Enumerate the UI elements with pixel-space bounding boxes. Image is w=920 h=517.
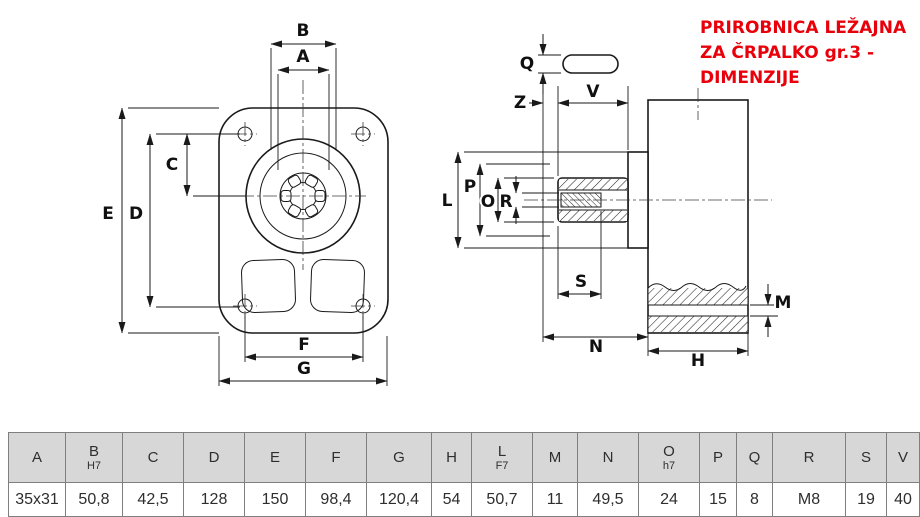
dim-g: G	[218, 336, 388, 386]
col-header-g: G	[366, 432, 432, 483]
col-header-h: H	[431, 432, 472, 483]
dim-label-l: L	[442, 191, 453, 211]
dim-z: Z	[512, 78, 544, 342]
col-header-a: A	[8, 432, 66, 483]
dim-h: H	[647, 333, 749, 373]
side-dimensions: Q Z V L P	[440, 34, 793, 373]
dim-q: Q	[518, 34, 561, 94]
value-b: 50,8	[65, 482, 123, 517]
value-l: 50,7	[471, 482, 533, 517]
value-f: 98,4	[305, 482, 367, 517]
dim-f: F	[244, 314, 364, 362]
dim-a: A	[277, 45, 330, 170]
dim-v: V	[557, 80, 629, 176]
dim-label-r: R	[499, 192, 512, 212]
value-h: 54	[431, 482, 472, 517]
dim-label-s: S	[575, 272, 587, 292]
dim-label-a: A	[296, 47, 310, 67]
col-header-c: C	[122, 432, 184, 483]
bolt-hole-centermarks	[233, 122, 375, 318]
flange-technical-drawing: B A C D E	[100, 19, 793, 386]
lower-pocket-left	[241, 258, 296, 313]
dim-label-m: M	[775, 293, 792, 313]
dim-o: O	[479, 177, 554, 223]
dim-label-n: N	[589, 337, 603, 357]
col-header-q: Q	[736, 432, 773, 483]
dim-n: N	[542, 333, 649, 359]
value-v: 40	[886, 482, 920, 517]
title-line-2: ZA ČRPALKO gr.3 -	[700, 43, 875, 63]
dim-label-o: O	[481, 192, 495, 212]
title-line-1: PRIROBNICA LEŽAJNA	[700, 18, 907, 38]
dim-l: L	[440, 151, 634, 249]
col-header-m: M	[532, 432, 578, 483]
front-view	[218, 80, 389, 334]
dim-label-v: V	[586, 82, 600, 102]
col-header-p: P	[699, 432, 737, 483]
value-e: 150	[244, 482, 306, 517]
dim-label-g: G	[297, 359, 311, 379]
dim-r: R	[497, 176, 559, 224]
col-header-s: S	[845, 432, 887, 483]
dim-label-d: D	[129, 204, 143, 224]
dim-d: D	[127, 133, 240, 308]
dim-label-f: F	[298, 335, 310, 355]
value-q: 8	[736, 482, 773, 517]
dim-m: M	[750, 284, 793, 337]
dim-b: B	[270, 19, 337, 150]
value-c: 42,5	[122, 482, 184, 517]
key-profile	[562, 54, 619, 74]
dim-e: E	[100, 107, 219, 334]
dim-p: P	[462, 163, 550, 237]
value-o: 24	[638, 482, 700, 517]
col-header-v: V	[886, 432, 920, 483]
flange-outline	[218, 107, 389, 334]
col-header-f: F	[305, 432, 367, 483]
value-r: M8	[772, 482, 846, 517]
col-header-d: D	[183, 432, 245, 483]
value-p: 15	[699, 482, 737, 517]
table-value-row: 35x31 50,8 42,5 128 150 98,4 120,4 54 50…	[8, 482, 920, 517]
front-dimensions: B A C D E	[100, 19, 388, 386]
value-n: 49,5	[577, 482, 639, 517]
col-header-r: R	[772, 432, 846, 483]
col-header-n: N	[577, 432, 639, 483]
value-d: 128	[183, 482, 245, 517]
dim-label-c: C	[166, 155, 178, 175]
side-view	[524, 54, 772, 334]
value-m: 11	[532, 482, 578, 517]
dim-label-q: Q	[520, 54, 534, 74]
dim-label-p: P	[464, 177, 476, 197]
bolt-holes	[233, 122, 375, 318]
dim-label-z: Z	[514, 93, 526, 113]
col-header-e: E	[244, 432, 306, 483]
spline-teeth	[280, 174, 326, 218]
dim-label-h: H	[691, 351, 705, 371]
title-line-3: DIMENZIJE	[700, 68, 800, 88]
value-s: 19	[845, 482, 887, 517]
dim-label-b: B	[297, 21, 310, 41]
dim-s: S	[557, 211, 602, 299]
body-section-bands	[647, 283, 748, 332]
lower-pocket-right	[310, 258, 365, 313]
drawing-title: PRIROBNICA LEŽAJNA ZA ČRPALKO gr.3 - DIM…	[700, 16, 915, 91]
value-a: 35x31	[8, 482, 66, 517]
value-g: 120,4	[366, 482, 432, 517]
dim-label-e: E	[102, 204, 114, 224]
